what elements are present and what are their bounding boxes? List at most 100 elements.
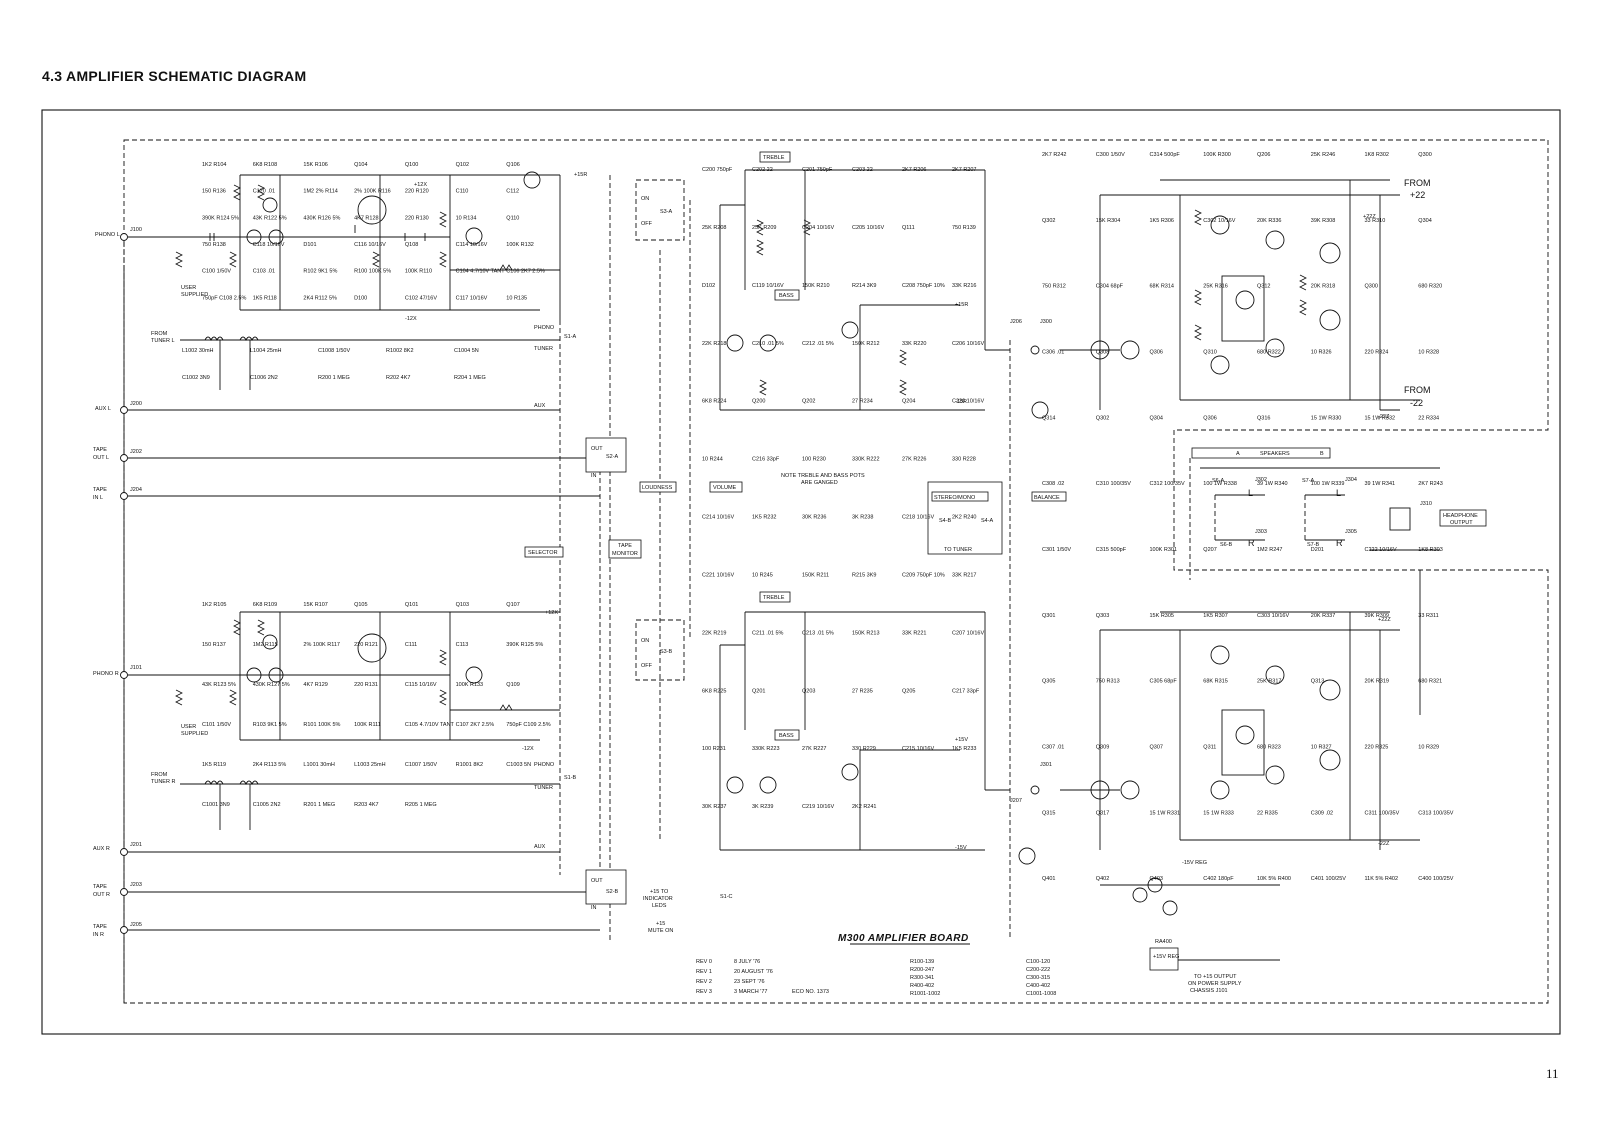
rev3-date: 3 MARCH '77 [734, 989, 767, 995]
r-range-4: R1001-1002 [910, 991, 940, 997]
outer-frame [41, 109, 1561, 1035]
speakers-b-label: B [1320, 451, 1324, 457]
p15r-top: +15R [574, 172, 587, 178]
component-label: 100K R133 [456, 682, 484, 688]
component-label: 150K R212 [852, 341, 880, 347]
component-label: C114 10/16V [456, 242, 488, 248]
component-label: C312 100/35V [1150, 481, 1185, 487]
component-label: C1008 1/50V [318, 348, 350, 354]
speaker-section [1189, 447, 1487, 580]
component-label: 2K7 R207 [952, 167, 976, 173]
component-label: 1M2 R115 [253, 642, 278, 648]
component-label: C400 100/25V [1418, 876, 1453, 882]
from-tuner-l-1: FROM [151, 331, 168, 337]
s2b: S2-B [606, 889, 619, 895]
component-label: C1005 2N2 [253, 802, 281, 808]
component-label: C315 500pF [1096, 547, 1127, 553]
r-range-2: R300-341 [910, 975, 934, 981]
component-label: Q203 [802, 688, 815, 694]
component-label: C113 [456, 642, 469, 648]
sel-tuner-r: TUNER [534, 785, 553, 791]
component-label: 39K R309 [1365, 613, 1389, 619]
indicator-2: INDICATOR [643, 896, 673, 902]
component-label: 100 1W R338 [1203, 481, 1237, 487]
component-label: 10 R134 [456, 215, 477, 221]
indicator-1: +15 TO [650, 889, 669, 895]
component-label: R204 1 MEG [454, 375, 486, 381]
component-label: C218 10/16V [902, 515, 934, 521]
m22z-bottom: -22Z [1378, 841, 1390, 847]
component-label: C208 750pF 10% [902, 283, 945, 289]
component-label: 150K R211 [802, 572, 829, 578]
s4b: S4-B [939, 518, 952, 524]
component-label: Q303 [1096, 613, 1109, 619]
component-label: C215 10/16V [902, 746, 934, 752]
component-label: 2K4 R113 5% [253, 762, 287, 768]
psu-2: ON POWER SUPPLY [1188, 981, 1242, 987]
component-label: C219 10/16V [802, 804, 834, 810]
component-label: 10 R328 [1418, 350, 1439, 356]
component-label: Q401 [1042, 876, 1055, 882]
component-label: 1K5 R307 [1203, 613, 1227, 619]
component-label: 33K R220 [902, 341, 926, 347]
power-amp-top [1060, 179, 1420, 411]
component-label: C1007 1/50V [405, 762, 437, 768]
component-label: 15K R107 [303, 602, 327, 608]
component-label: L1001 30mH [303, 762, 335, 768]
mute-2: MUTE ON [648, 928, 673, 934]
component-label: 10 R245 [752, 572, 773, 578]
component-label: 100K R300 [1203, 152, 1231, 158]
component-label: Q307 [1150, 745, 1163, 751]
component-label: Q205 [902, 688, 915, 694]
component-label: 1K5 R233 [952, 746, 976, 752]
switch-links [524, 175, 743, 940]
component-label: 6K8 R108 [253, 162, 277, 168]
s7b: S7-B [1307, 542, 1320, 548]
component-label: 390K R124 5% [202, 215, 239, 221]
component-label: R203 4K7 [354, 802, 378, 808]
s2a-in: IN [591, 473, 597, 479]
j204: J204 [130, 487, 142, 493]
s3a: S3-A [660, 209, 673, 215]
component-label: C402 180pF [1203, 876, 1234, 882]
component-label: 10 R327 [1311, 745, 1332, 751]
component-label: 1K5 R119 [202, 762, 226, 768]
component-label: 10K 5% R400 [1257, 876, 1291, 882]
s3a-on: ON [641, 196, 649, 202]
component-label: 25K R316 [1203, 284, 1227, 290]
component-label: C212 .01 5% [802, 341, 834, 347]
c-range-3: C400-402 [1026, 983, 1050, 989]
from-tuner-l-2: TUNER L [151, 338, 175, 344]
component-label: Q108 [405, 242, 418, 248]
component-label: Q308 [1096, 350, 1109, 356]
tone-stage-top [719, 151, 1010, 411]
component-label: 750 R312 [1042, 284, 1066, 290]
j200: J200 [130, 401, 142, 407]
component-label: 390K R125 5% [506, 642, 543, 648]
treble-r-label: TREBLE [763, 595, 785, 601]
component-label: Q111 [902, 225, 915, 231]
component-label: C311 100/35V [1365, 810, 1400, 816]
component-label: C314 500pF [1150, 152, 1181, 158]
component-label: 39 1W R341 [1365, 481, 1396, 487]
component-label: 39K R308 [1311, 218, 1335, 224]
indicator-3: LEDS [652, 903, 667, 909]
component-label: C102 47/16V [405, 295, 437, 301]
component-label: 2K7 R243 [1418, 481, 1442, 487]
component-label: 750 R138 [202, 242, 226, 248]
j302: J302 [1255, 477, 1267, 483]
component-label: 100 R230 [802, 457, 826, 463]
component-label: Q103 [456, 602, 469, 608]
j304: J304 [1345, 477, 1357, 483]
component-label: 100K R301 [1150, 547, 1178, 553]
component-label: C216 33pF [752, 457, 780, 463]
component-label: 100 R231 [702, 746, 726, 752]
component-label: 330 R228 [952, 457, 976, 463]
component-label: 680 R320 [1418, 284, 1442, 290]
component-label: 220 R130 [405, 215, 429, 221]
from-p22-1: FROM [1404, 178, 1431, 188]
component-label: D101 [303, 242, 316, 248]
component-label: C104 4.7/10V TANT [456, 269, 506, 275]
component-label: Q101 [405, 602, 418, 608]
j301: J301 [1040, 762, 1052, 768]
